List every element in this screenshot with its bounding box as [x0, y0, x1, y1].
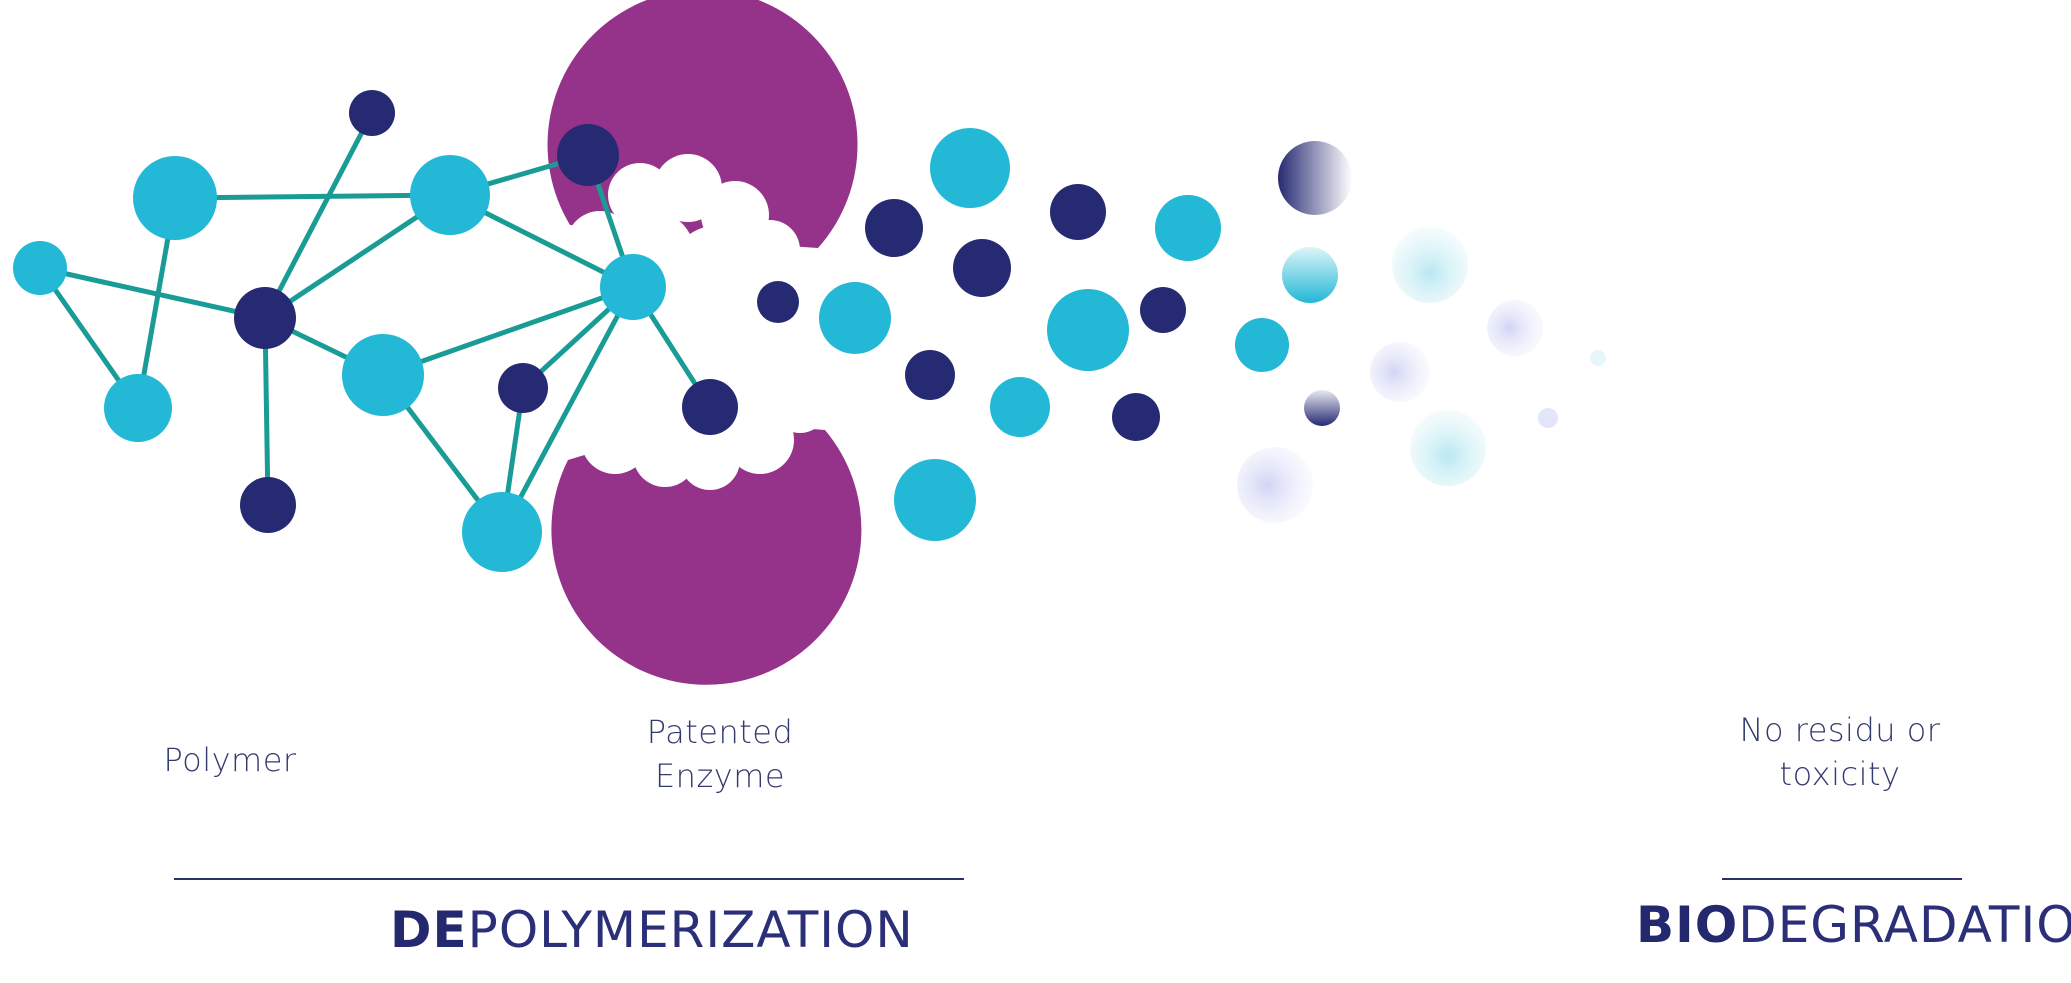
residue-label: No residu or toxicity — [1720, 708, 1960, 796]
residue-label-line2: toxicity — [1779, 755, 1901, 793]
biodegradation-heading-rest: DEGRADATION — [1738, 896, 2071, 954]
biodegradation-heading: BIODEGRADATION — [1636, 896, 2071, 954]
polymer-nodes — [13, 90, 738, 572]
depolymerization-heading-rest: POLYMERIZATION — [467, 901, 914, 959]
biodegradation-divider — [1722, 878, 1962, 880]
depolymerization-heading-bold: DE — [390, 901, 468, 959]
enzyme-label-line2: Enzyme — [654, 757, 786, 795]
enzyme-label-line1: Patented — [646, 713, 794, 751]
depolymerization-divider — [174, 878, 964, 880]
monomer-fragments-icon — [757, 128, 1606, 541]
depolymerization-heading: DEPOLYMERIZATION — [390, 901, 914, 959]
enzyme-label: Patented Enzyme — [620, 710, 820, 798]
enzyme-pacman-icon — [547, 0, 862, 685]
residue-label-line1: No residu or — [1739, 711, 1941, 749]
polymer-label: Polymer — [140, 738, 320, 782]
biodegradation-heading-bold: BIO — [1636, 896, 1739, 954]
polymer-label-text: Polymer — [163, 741, 297, 779]
